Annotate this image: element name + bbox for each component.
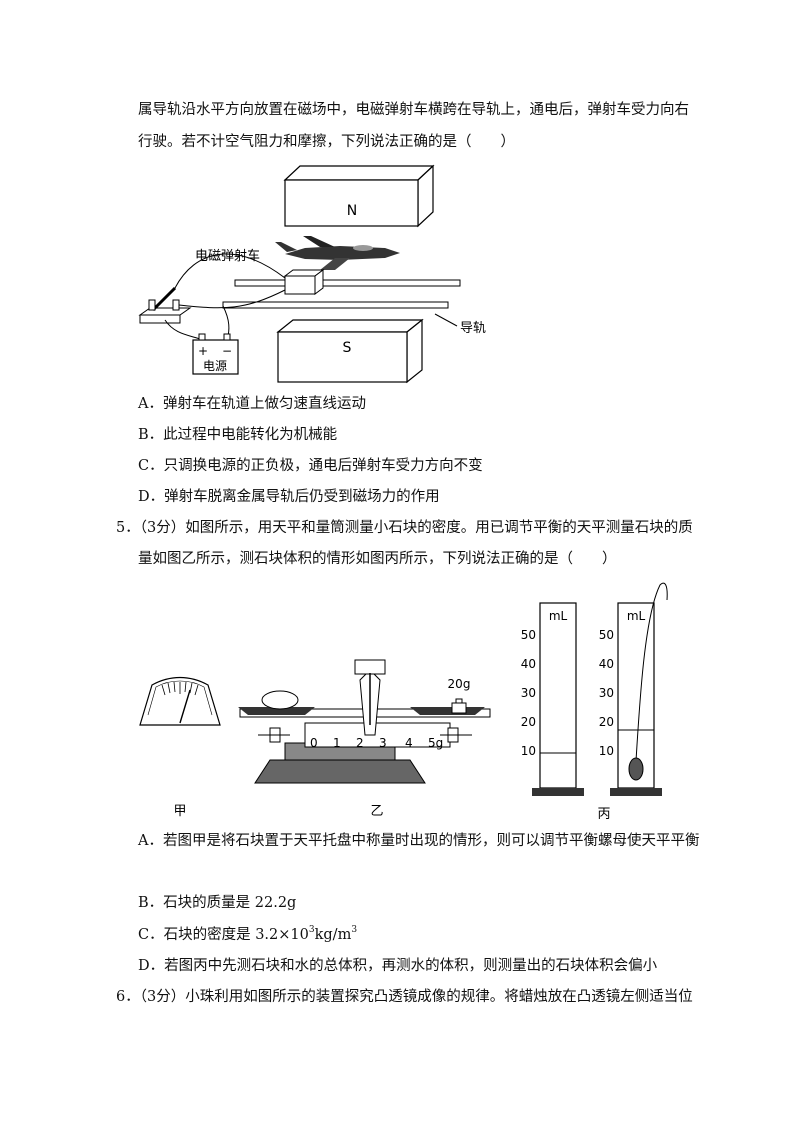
q5-option-c-exp: 3 bbox=[308, 925, 315, 935]
q4-stem-line1: 属导轨沿水平方向放置在磁场中，电磁弹射车横跨在导轨上，通电后，弹射车受力向右 bbox=[138, 102, 689, 118]
cyl2-tick-30: 30 bbox=[599, 686, 614, 700]
q5-stem-line2: 量如图乙所示，测石块体积的情形如图丙所示，下列说法正确的是（ ） bbox=[138, 551, 617, 567]
scale-tick-2: 2 bbox=[356, 736, 364, 750]
balance-cylinder-figure: 甲 20g 0 1 2 3 4 5g 乙 bbox=[139, 582, 668, 822]
stone bbox=[261, 690, 299, 710]
label-bing: 丙 bbox=[597, 807, 610, 822]
cyl2-tick-40: 40 bbox=[599, 657, 614, 671]
q5-option-b: B．石块的质量是 22.2g bbox=[138, 895, 297, 911]
scale-tick-3: 3 bbox=[379, 736, 387, 750]
cyl2-tick-10: 10 bbox=[599, 744, 614, 758]
q5-option-d: D．若图丙中先测石块和水的总体积，再测水的体积，则测量出的石块体积会偏小 bbox=[138, 958, 658, 974]
cyl1-tick-50: 50 bbox=[521, 628, 536, 642]
magnet-s: S bbox=[276, 318, 424, 384]
q5-option-c-unit: kg/m bbox=[314, 927, 352, 943]
q5-option-a: A．若图甲是将石块置于天平托盘中称量时出现的情形，则可以调节平衡螺母使天平平衡 bbox=[138, 833, 700, 849]
weight-20g bbox=[451, 702, 467, 714]
car-label: 电磁弹射车 bbox=[195, 248, 260, 264]
magnet-s-label: S bbox=[343, 340, 352, 356]
cyl2-unit: mL bbox=[627, 609, 646, 623]
q5-stem-line1: 5．（3分）如图所示，用天平和量筒测量小石块的密度。用已调节平衡的天平测量石块的… bbox=[116, 520, 693, 536]
cylinder-2: mL 50 40 30 20 10 丙 bbox=[597, 582, 668, 822]
jet-icon bbox=[275, 236, 400, 270]
magnet-n: N bbox=[283, 164, 435, 228]
rail-label: 导轨 bbox=[460, 321, 486, 336]
stone-in-cylinder bbox=[628, 757, 644, 781]
cyl2-tick-20: 20 bbox=[599, 715, 614, 729]
power-supply: + − 电源 bbox=[192, 333, 239, 375]
switch bbox=[138, 286, 192, 324]
cyl1-tick-20: 20 bbox=[521, 715, 536, 729]
q4-option-b: B．此过程中电能转化为机械能 bbox=[138, 427, 338, 443]
scale-tick-4: 4 bbox=[405, 736, 413, 750]
weight-label: 20g bbox=[448, 677, 471, 691]
q6-stem-line1: 6．（3分）小珠利用如图所示的装置探究凸透镜成像的规律。将蜡烛放在凸透镜左侧适当… bbox=[116, 989, 693, 1005]
rail bbox=[222, 301, 449, 309]
cyl1-tick-30: 30 bbox=[521, 686, 536, 700]
q4-option-a: A．弹射车在轨道上做匀速直线运动 bbox=[138, 396, 366, 412]
electromagnetic-launcher-figure: N 电磁弹射车 导轨 S + bbox=[138, 164, 486, 384]
scale-tick-5: 5g bbox=[428, 736, 443, 750]
label-jia: 甲 bbox=[173, 804, 186, 819]
scale-tick-0: 0 bbox=[310, 736, 318, 750]
scale-tick-1: 1 bbox=[333, 736, 341, 750]
label-yi: 乙 bbox=[370, 804, 383, 819]
cyl1-tick-10: 10 bbox=[521, 744, 536, 758]
balance-yi: 20g 0 1 2 3 4 5g 乙 bbox=[238, 659, 491, 819]
cyl2-tick-50: 50 bbox=[599, 628, 614, 642]
q4-option-c: C．只调换电源的正负极，通电后弹射车受力方向不变 bbox=[138, 458, 483, 474]
cyl1-tick-40: 40 bbox=[521, 657, 536, 671]
q5-option-c-exp2: 3 bbox=[351, 925, 358, 935]
plus-label: + bbox=[198, 344, 208, 358]
q4-option-d: D．弹射车脱离金属导轨后仍受到磁场力的作用 bbox=[138, 489, 440, 505]
magnet-n-label: N bbox=[347, 203, 357, 219]
q4-stem-line2: 行驶。若不计空气阻力和摩擦，下列说法正确的是（ ） bbox=[138, 134, 515, 150]
dial-jia: 甲 bbox=[139, 676, 221, 819]
q5-option-c-text: C．石块的密度是 3.2×10 bbox=[138, 927, 309, 943]
q5-option-c: C．石块的密度是 3.2×103kg/m3 bbox=[138, 925, 357, 945]
power-label: 电源 bbox=[203, 359, 227, 373]
cyl1-unit: mL bbox=[549, 609, 568, 623]
minus-label: − bbox=[222, 344, 232, 358]
cylinder-1: mL 50 40 30 20 10 bbox=[521, 602, 584, 796]
launcher-car bbox=[283, 269, 325, 295]
